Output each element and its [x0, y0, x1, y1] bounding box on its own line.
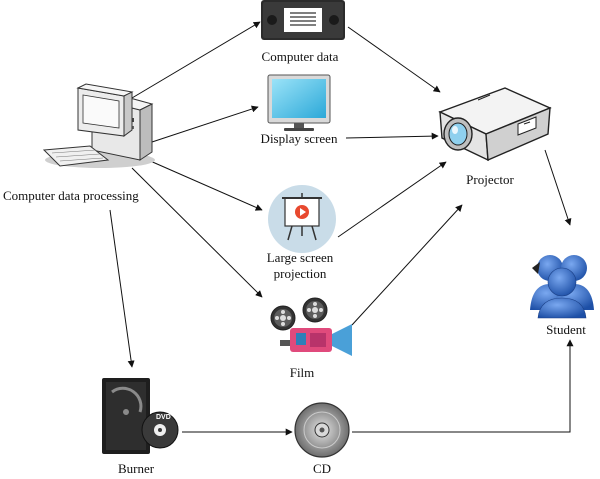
- arrow-cd-to-student: [352, 339, 574, 433]
- label-computer-data: Computer data: [261, 49, 339, 64]
- label-film: Film: [289, 365, 315, 380]
- film-camera-icon: [270, 297, 352, 356]
- desktop-computer-icon: [42, 83, 155, 168]
- user-group-icon: [530, 255, 594, 319]
- arrow-computer-to-burner: [109, 209, 135, 368]
- monitor-icon: [267, 74, 331, 131]
- arrow-computer-to-film: [131, 167, 263, 298]
- cd-disc-icon: [294, 402, 350, 458]
- label-projector: Projector: [466, 172, 514, 187]
- dvd-label: DVD: [156, 414, 171, 421]
- label-display-screen: Display screen: [260, 131, 338, 146]
- arrow-computer-to-display: [151, 105, 259, 143]
- projector-icon: [438, 87, 552, 162]
- label-burner: Burner: [117, 461, 155, 476]
- connector-arrows: [109, 21, 574, 436]
- arrow-computer-to-vhs: [131, 21, 261, 99]
- vhs-cassette-icon: [261, 0, 345, 40]
- arrow-vhs-to-projector: [347, 26, 441, 93]
- arrow-projection-to-projector: [337, 161, 447, 238]
- presentation-board-icon: [268, 185, 336, 253]
- label-projection: projection: [273, 266, 327, 281]
- arrow-computer-to-projection: [147, 159, 263, 211]
- label-computer-data-processing: Computer data processing: [3, 188, 139, 203]
- label-student: Student: [546, 322, 586, 337]
- label-large-screen: Large screen: [266, 250, 334, 265]
- label-cd: CD: [312, 461, 332, 476]
- arrow-display-to-projector: [345, 132, 439, 140]
- arrow-projector-to-student: [544, 149, 572, 226]
- dvd-burner-icon: DVD: [102, 378, 179, 454]
- arrow-film-to-projector: [351, 204, 463, 326]
